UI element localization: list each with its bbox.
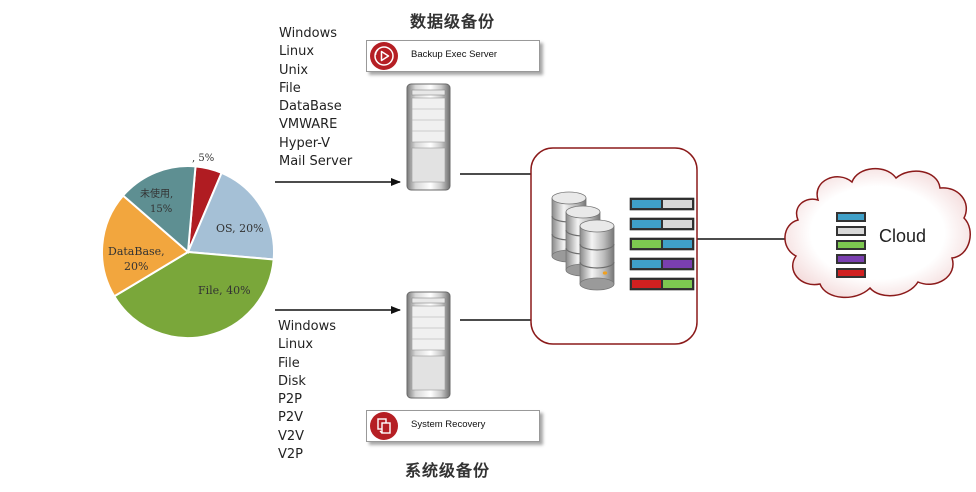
- system-backup-source-list: Windows Linux File Disk P2P P2V V2V V2P: [278, 318, 336, 464]
- backup-exec-server-box: Backup Exec Server: [366, 40, 540, 72]
- system-recovery-box: System Recovery: [366, 410, 540, 442]
- data-backup-title: 数据级备份: [410, 12, 496, 31]
- cloud-tape-stack-icon: [836, 212, 866, 278]
- pie-slice: [121, 165, 197, 255]
- pie-slice-label: , 5%: [192, 153, 214, 164]
- source-item: VMWARE: [279, 117, 338, 133]
- source-item: Linux: [278, 337, 314, 353]
- cloud-label: Cloud: [879, 226, 927, 246]
- source-item: P2V: [278, 410, 304, 426]
- source-item: P2P: [278, 392, 302, 408]
- source-item: V2P: [278, 447, 304, 463]
- storage-usage-pie-chart: , 5% OS, 20% File, 40% DataBase,20% 未使用,15%: [100, 153, 275, 339]
- data-backup-source-list: Windows Linux Unix File DataBase VMWARE …: [279, 25, 352, 171]
- pie-slice-label: OS, 20%: [216, 222, 264, 235]
- pie-slice-label: File, 40%: [198, 284, 251, 297]
- source-item: Windows: [279, 26, 338, 41]
- storage-tape-stack-icon: [629, 197, 695, 291]
- source-item: Linux: [279, 44, 315, 60]
- source-item: Mail Server: [279, 154, 353, 170]
- pie-slice: [186, 171, 275, 261]
- system-backup-title: 系统级备份: [405, 461, 491, 480]
- source-item: Hyper-V: [279, 135, 331, 151]
- recovery-server-tower-icon: [406, 291, 451, 399]
- database-disks-icon: [551, 191, 615, 291]
- backup-exec-play-icon: [370, 42, 398, 70]
- pie-slice-label: 未使用,15%: [140, 187, 173, 215]
- pie-slice: [100, 194, 190, 298]
- backup-server-tower-icon: [406, 83, 451, 191]
- source-item: File: [278, 355, 300, 371]
- source-item: Windows: [278, 319, 337, 334]
- system-recovery-label: System Recovery: [411, 419, 486, 430]
- cloud-shape: [784, 168, 971, 299]
- backup-exec-server-label: Backup Exec Server: [411, 49, 498, 60]
- source-item: Disk: [278, 373, 306, 389]
- source-item: File: [279, 80, 301, 96]
- source-item: V2V: [278, 428, 305, 444]
- pie-slice-label: DataBase,20%: [108, 245, 165, 273]
- source-item: Unix: [279, 62, 309, 78]
- system-recovery-icon: [370, 412, 398, 440]
- source-item: DataBase: [279, 99, 342, 115]
